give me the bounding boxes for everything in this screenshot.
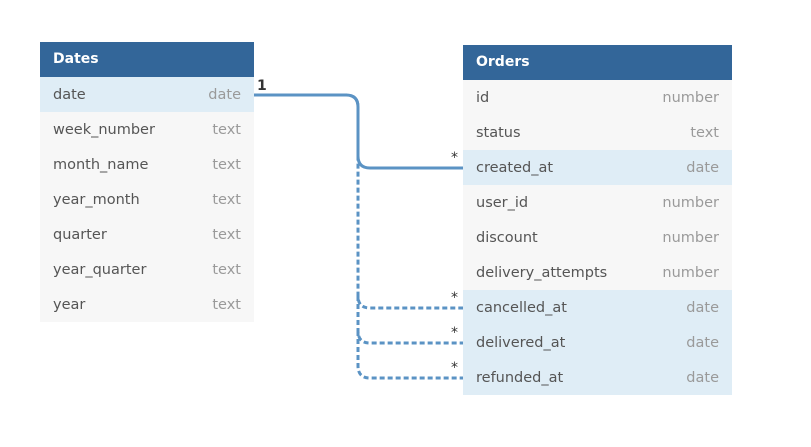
column-type: text [212, 156, 241, 173]
orders-row-id[interactable]: id number [463, 80, 732, 115]
column-type: number [662, 89, 719, 106]
orders-row-created-at[interactable]: created_at date [463, 150, 732, 185]
orders-row-status[interactable]: status text [463, 115, 732, 150]
column-name: refunded_at [476, 369, 564, 386]
column-type: date [686, 159, 719, 176]
column-name: year_quarter [53, 261, 147, 278]
orders-table[interactable]: Orders id number status text created_at … [463, 45, 732, 395]
column-type: date [686, 299, 719, 316]
column-type: date [686, 369, 719, 386]
column-name: date [53, 86, 86, 103]
column-name: user_id [476, 194, 529, 211]
column-name: year_month [53, 191, 140, 208]
column-type: text [212, 261, 241, 278]
column-name: cancelled_at [476, 299, 567, 316]
orders-row-refunded-at[interactable]: refunded_at date [463, 360, 732, 395]
column-type: number [662, 229, 719, 246]
cardinality-many-created-at: * [451, 150, 458, 166]
dates-row-quarter[interactable]: quarter text [40, 217, 254, 252]
connector-date-created-at [254, 93, 463, 170]
orders-row-delivery-attempts[interactable]: delivery_attempts number [463, 255, 732, 290]
column-name: year [53, 296, 86, 313]
column-type: text [212, 226, 241, 243]
column-name: id [476, 89, 490, 106]
column-type: date [208, 86, 241, 103]
cardinality-many-delivered-at: * [451, 325, 458, 341]
column-name: month_name [53, 156, 149, 173]
column-type: text [212, 296, 241, 313]
dates-row-month-name[interactable]: month_name text [40, 147, 254, 182]
column-type: text [212, 191, 241, 208]
orders-row-delivered-at[interactable]: delivered_at date [463, 325, 732, 360]
connector-date-delivered-at [356, 296, 463, 345]
connector-date-cancelled-at [254, 93, 463, 310]
orders-row-cancelled-at[interactable]: cancelled_at date [463, 290, 732, 325]
column-type: text [690, 124, 719, 141]
cardinality-many-refunded-at: * [451, 360, 458, 376]
dates-row-year[interactable]: year text [40, 287, 254, 322]
connector-date-refunded-at [356, 331, 463, 380]
orders-row-user-id[interactable]: user_id number [463, 185, 732, 220]
column-type: text [212, 121, 241, 138]
column-type: number [662, 264, 719, 281]
column-name: status [476, 124, 521, 141]
dates-row-week-number[interactable]: week_number text [40, 112, 254, 147]
column-name: delivered_at [476, 334, 566, 351]
dates-row-year-month[interactable]: year_month text [40, 182, 254, 217]
cardinality-many-cancelled-at: * [451, 290, 458, 306]
column-name: delivery_attempts [476, 264, 608, 281]
cardinality-one-label: 1 [257, 78, 267, 94]
dates-table-title[interactable]: Dates [40, 42, 254, 77]
column-type: number [662, 194, 719, 211]
column-name: week_number [53, 121, 155, 138]
dates-row-year-quarter[interactable]: year_quarter text [40, 252, 254, 287]
orders-row-discount[interactable]: discount number [463, 220, 732, 255]
column-type: date [686, 334, 719, 351]
dates-table[interactable]: Dates date date week_number text month_n… [40, 42, 254, 322]
column-name: created_at [476, 159, 554, 176]
column-name: discount [476, 229, 538, 246]
column-name: quarter [53, 226, 107, 243]
dates-row-date[interactable]: date date [40, 77, 254, 112]
orders-table-title[interactable]: Orders [463, 45, 732, 80]
